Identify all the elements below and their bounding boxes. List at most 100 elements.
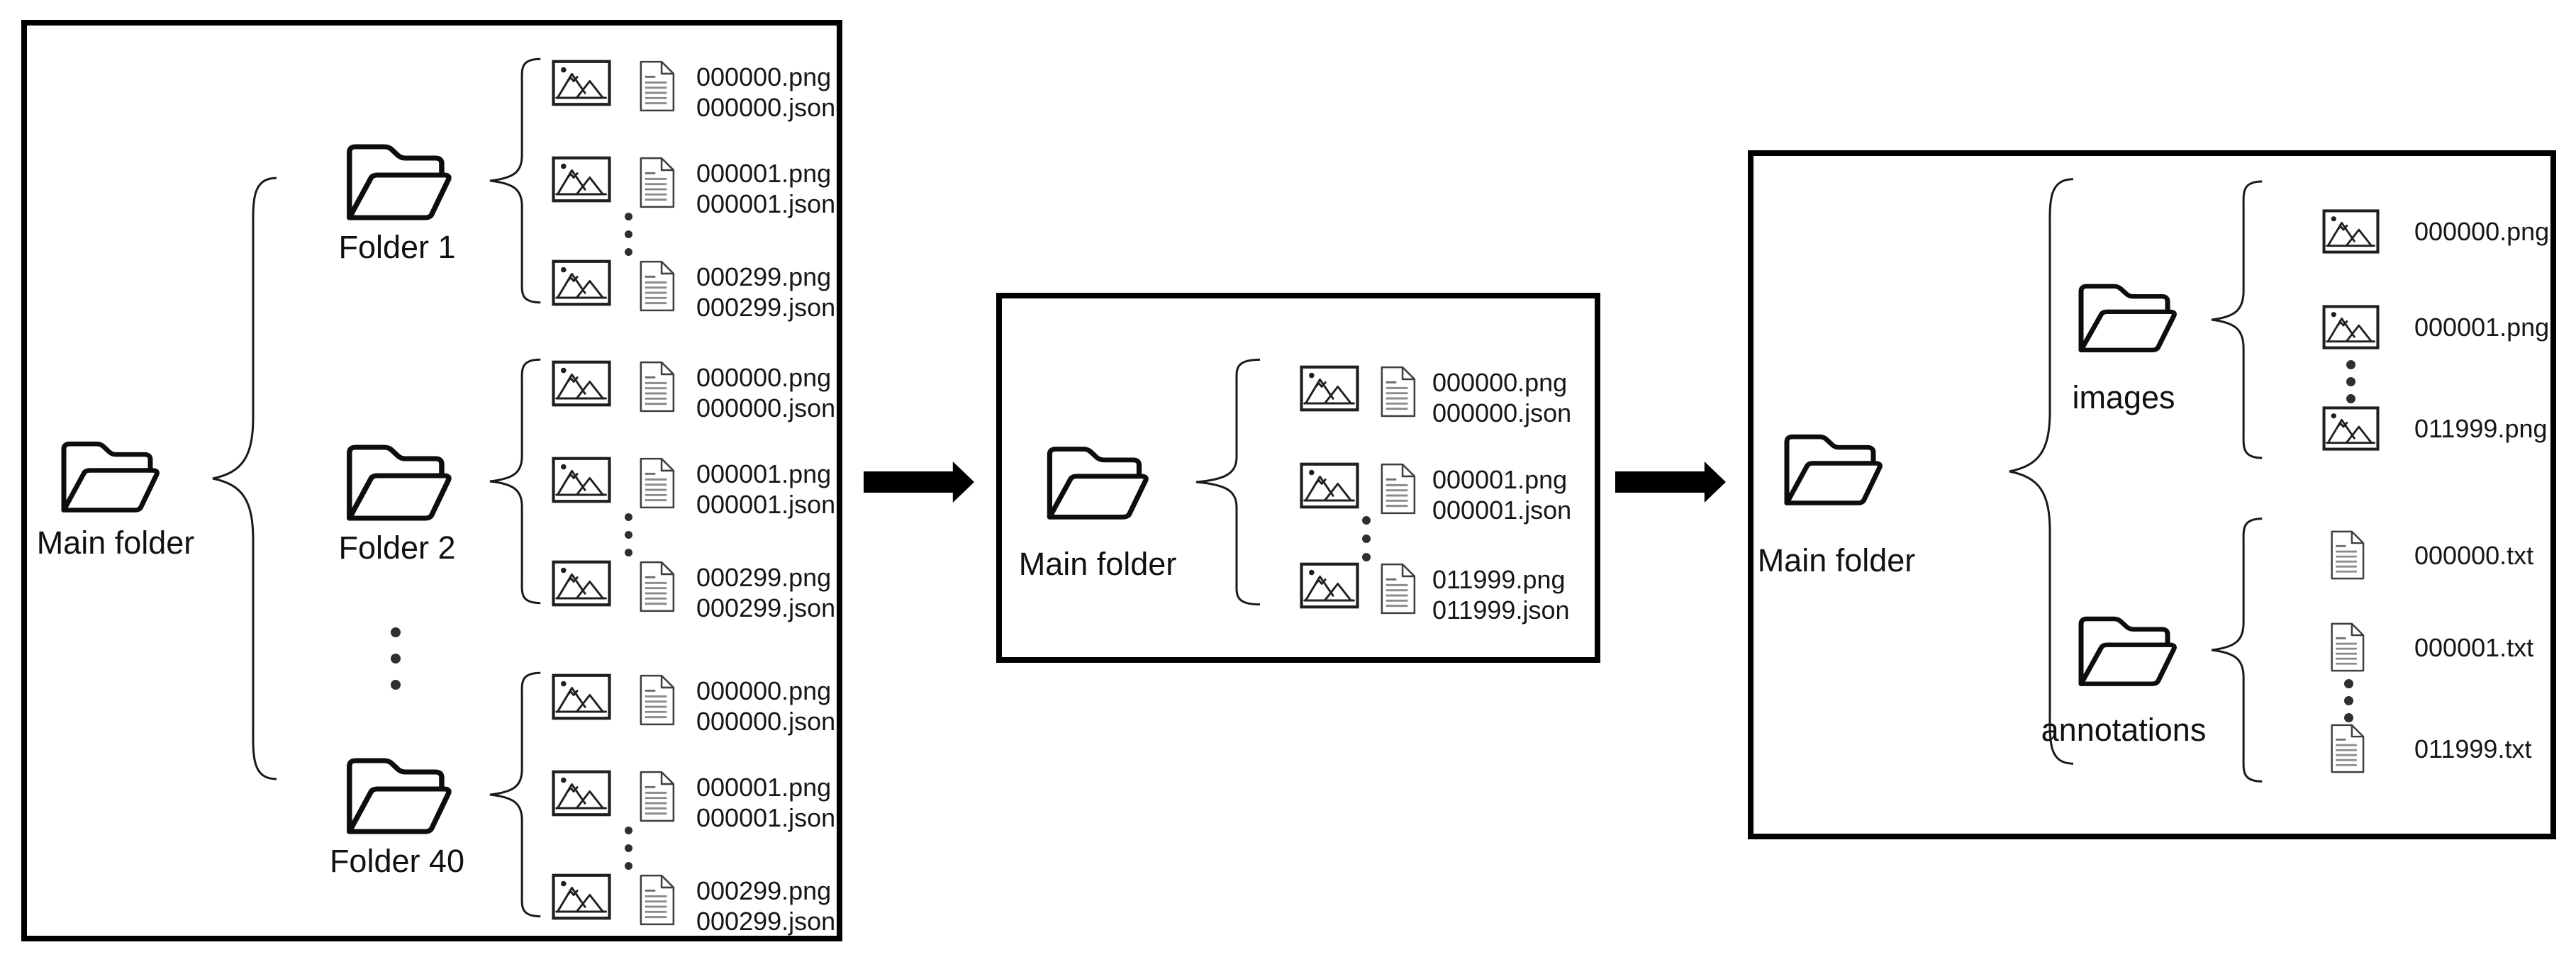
left-panel: Main folder Folder 1 000000.png 000000.j… (21, 20, 842, 941)
brace-connector (476, 669, 544, 920)
image-file-icon (552, 873, 611, 920)
image-file-icon (1300, 562, 1359, 609)
vertical-ellipsis-icon (1362, 516, 1371, 561)
transform-arrow-icon (864, 461, 974, 503)
image-file-name: 000001.png (1432, 465, 1568, 494)
document-file-icon (640, 457, 675, 509)
brace-connector (2198, 515, 2265, 785)
image-file-name: 000001.png (2414, 313, 2550, 342)
folder-icon (340, 439, 454, 524)
document-file-icon (640, 157, 675, 208)
document-file-icon (1381, 366, 1416, 418)
folder-icon (340, 138, 454, 223)
folder-icon (340, 752, 454, 837)
document-file-icon (640, 771, 675, 822)
image-file-icon (2321, 209, 2381, 254)
main-folder-label: Main folder (1018, 546, 1177, 582)
brace-connector (1179, 356, 1264, 608)
annotation-file-name: 000001.json (696, 490, 836, 519)
subfolder-label: Folder 40 (329, 843, 465, 879)
image-file-name: 000001.png (696, 459, 832, 488)
annotation-file-name: 000001.txt (2414, 633, 2534, 662)
file-pair-label: 000001.png 000001.json (696, 772, 835, 833)
annotation-file-name: 000000.json (696, 707, 836, 736)
image-file-icon (1300, 365, 1359, 412)
right-panel: Main folder images 000000.png 000001.png… (1748, 150, 2556, 839)
subfolder-label: Folder 2 (338, 530, 456, 566)
brace-connector (476, 356, 544, 607)
main-folder-icon (1041, 441, 1151, 522)
annotation-file-name: 000000.json (696, 393, 836, 422)
brace-connector (476, 55, 544, 306)
file-pair-label: 000001.png 000001.json (1432, 464, 1571, 525)
document-file-icon (640, 874, 675, 926)
image-file-icon (552, 457, 611, 503)
main-folder-label: Main folder (36, 525, 195, 561)
image-file-icon (1300, 462, 1359, 509)
brace-connector (196, 169, 281, 788)
image-file-name: 000000.png (1432, 368, 1568, 397)
main-folder-label: Main folder (1757, 542, 1916, 578)
image-file-name: 000000.png (696, 676, 832, 705)
image-file-icon (2321, 406, 2381, 451)
middle-panel: Main folder 000000.png 000000.json 00000… (996, 293, 1600, 663)
vertical-ellipsis-icon (625, 827, 632, 870)
image-file-icon (552, 673, 611, 720)
file-pair-label: 000001.png 000001.json (696, 459, 835, 520)
annotations-folder-label: annotations (2041, 712, 2207, 748)
annotation-file-name: 000000.json (1432, 398, 1572, 427)
annotation-file-name: 000001.json (696, 803, 836, 832)
document-file-icon (640, 561, 675, 612)
image-file-icon (552, 259, 611, 306)
image-file-name: 000000.png (2414, 217, 2550, 246)
document-file-icon (640, 60, 675, 112)
image-file-icon (552, 156, 611, 203)
vertical-ellipsis-icon (625, 213, 632, 256)
annotations-folder-icon (2073, 611, 2179, 689)
images-folder-label: images (2072, 379, 2175, 415)
image-file-name: 000299.png (696, 563, 832, 592)
image-file-name: 000001.png (696, 773, 832, 802)
subfolder-label: Folder 1 (338, 229, 456, 265)
file-pair-label: 000000.png 000000.json (1432, 367, 1571, 428)
images-folder-icon (2073, 279, 2179, 355)
vertical-ellipsis-icon (391, 627, 401, 690)
annotation-file-name: 000001.json (696, 189, 836, 218)
document-file-icon (1381, 463, 1416, 515)
brace-connector (2198, 177, 2265, 462)
document-file-icon (640, 674, 675, 726)
vertical-ellipsis-icon (2346, 360, 2355, 403)
document-file-icon (640, 260, 675, 312)
image-file-icon (552, 60, 611, 106)
document-file-icon (1381, 563, 1416, 615)
document-file-icon (640, 361, 675, 413)
image-file-name: 011999.png (2414, 414, 2548, 443)
annotation-file-name: 000299.json (696, 907, 836, 936)
file-pair-label: 000299.png 000299.json (696, 875, 835, 936)
vertical-ellipsis-icon (2344, 679, 2353, 722)
document-file-icon (2331, 530, 2365, 580)
image-file-name: 011999.png (1432, 565, 1566, 594)
annotation-file-name: 000299.json (696, 293, 836, 322)
annotation-file-name: 000001.json (1432, 496, 1572, 525)
image-file-icon (552, 360, 611, 407)
annotation-file-name: 000000.json (696, 93, 836, 122)
image-file-icon (552, 770, 611, 817)
image-file-name: 000000.png (696, 62, 832, 91)
main-folder-icon (1778, 429, 1885, 508)
file-pair-label: 000299.png 000299.json (696, 262, 835, 323)
annotation-file-name: 000299.json (696, 593, 836, 622)
transform-arrow-icon (1615, 461, 1726, 503)
main-folder-icon (55, 436, 162, 515)
brace-connector (1992, 170, 2078, 773)
file-pair-label: 000000.png 000000.json (696, 62, 835, 123)
document-file-icon (2331, 724, 2365, 773)
image-file-icon (2321, 305, 2381, 349)
annotation-file-name: 011999.txt (2414, 734, 2532, 763)
file-pair-label: 000000.png 000000.json (696, 676, 835, 737)
annotation-file-name: 011999.json (1432, 595, 1570, 625)
vertical-ellipsis-icon (625, 513, 632, 556)
file-pair-label: 000001.png 000001.json (696, 158, 835, 219)
image-file-icon (552, 560, 611, 607)
file-pair-label: 011999.png 011999.json (1432, 564, 1570, 625)
